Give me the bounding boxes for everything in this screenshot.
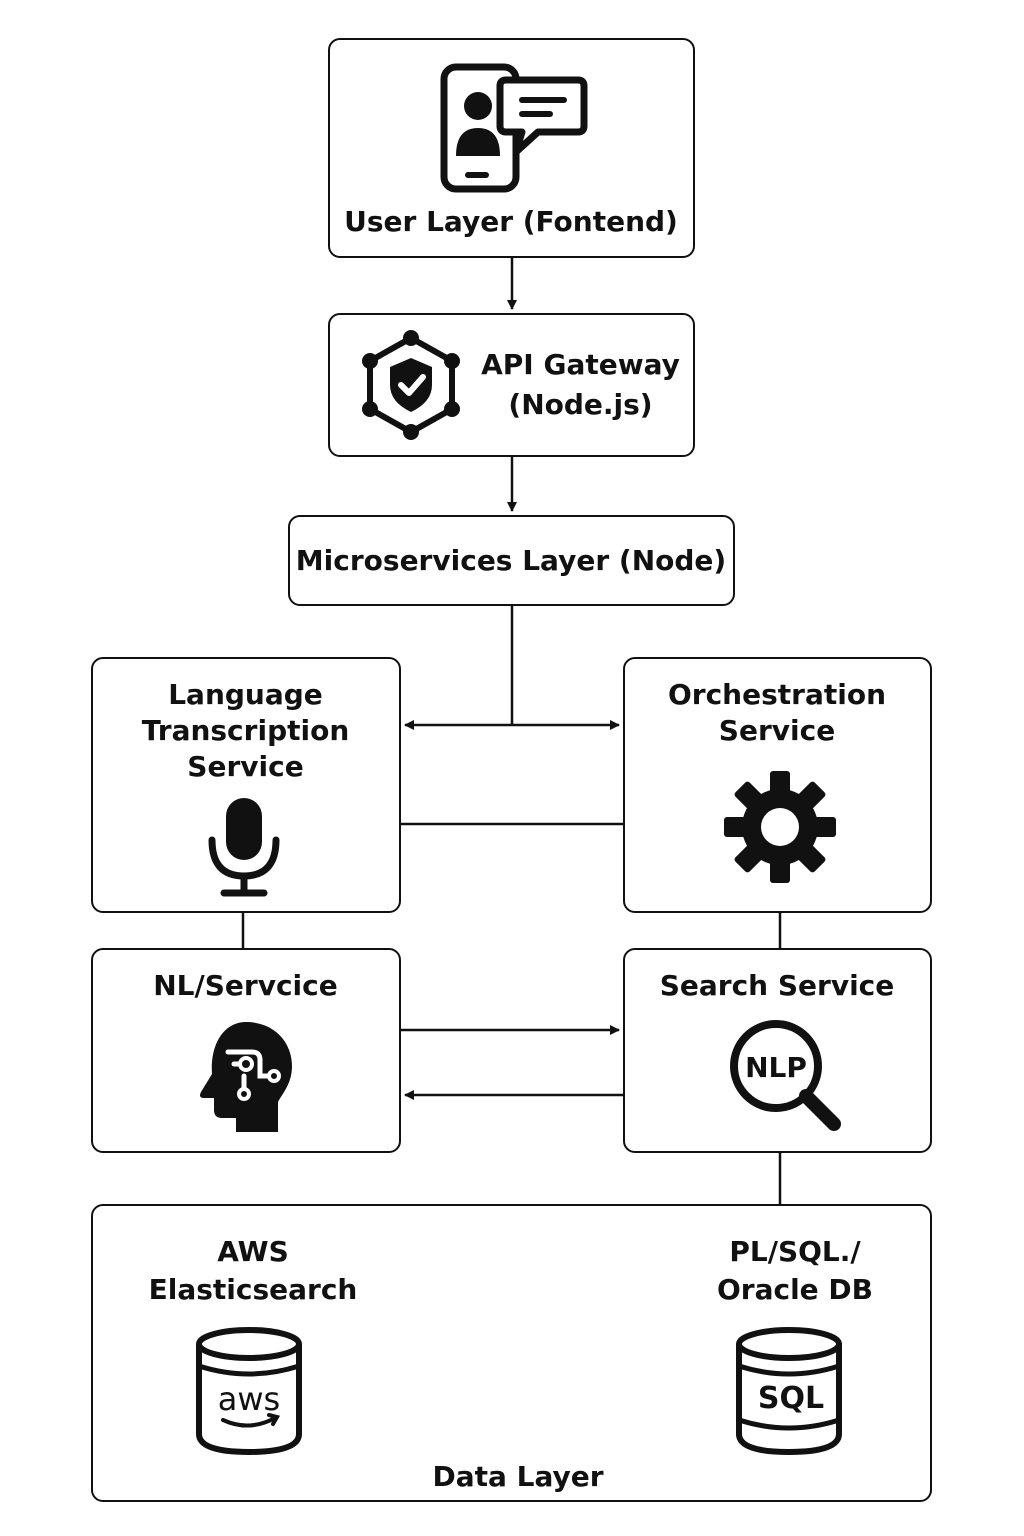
user-layer-box: User Layer (Fontend) [328,38,695,258]
brain-head-icon [200,1022,292,1132]
microservices-layer-box: Microservices Layer (Node) [288,515,735,606]
api-gateway-box: API Gateway (Node.js) [328,313,695,457]
aws-elasticsearch-label: AWS Elasticsearch [133,1233,373,1309]
api-gateway-subtitle: (Node.js) [508,388,653,421]
aws-icon-text: aws [218,1380,280,1418]
nlp-magnifier-icon: NLP [730,1020,841,1131]
language-transcription-label: Language Transcription Service [93,677,398,785]
aws-elasticsearch-line1: AWS [217,1235,289,1268]
language-transcription-line3: Service [187,750,304,783]
data-layer-box: AWS Elasticsearch aws PL/SQL./ Oracle DB… [91,1204,932,1502]
orchestration-service-line2: Service [718,714,836,747]
gear-icon [724,771,836,883]
sql-database-icon: SQL [736,1327,842,1456]
nlp-icon-text: NLP [745,1051,807,1084]
phone-chat-icon [440,63,588,193]
orchestration-service-box: Orchestration Service [623,657,932,913]
microservices-layer-label: Microservices Layer (Node) [295,544,727,577]
oracle-db-label: PL/SQL./ Oracle DB [675,1233,915,1309]
api-gateway-title: API Gateway [481,348,680,381]
hexagon-shield-icon [362,330,460,440]
aws-database-icon: aws [196,1327,302,1456]
search-service-box: Search Service NLP [623,948,932,1153]
orchestration-service-line1: Orchestration [667,678,887,711]
api-gateway-label: API Gateway (Node.js) [478,345,683,425]
user-layer-label: User Layer (Fontend) [344,205,678,238]
oracle-db-line1: PL/SQL./ [729,1235,861,1268]
microphone-icon [208,798,280,897]
language-transcription-box: Language Transcription Service [91,657,401,913]
nl-service-box: NL/Servcice [91,948,401,1153]
data-layer-label: Data Layer [432,1460,604,1493]
nl-service-label: NL/Servcice [153,969,338,1002]
aws-elasticsearch-line2: Elasticsearch [148,1273,358,1306]
language-transcription-line1: Language [168,678,323,711]
orchestration-service-label: Orchestration Service [625,677,929,749]
oracle-db-line2: Oracle DB [716,1273,874,1306]
sql-icon-text: SQL [758,1381,824,1416]
search-service-label: Search Service [659,969,895,1002]
language-transcription-line2: Transcription [141,714,350,747]
